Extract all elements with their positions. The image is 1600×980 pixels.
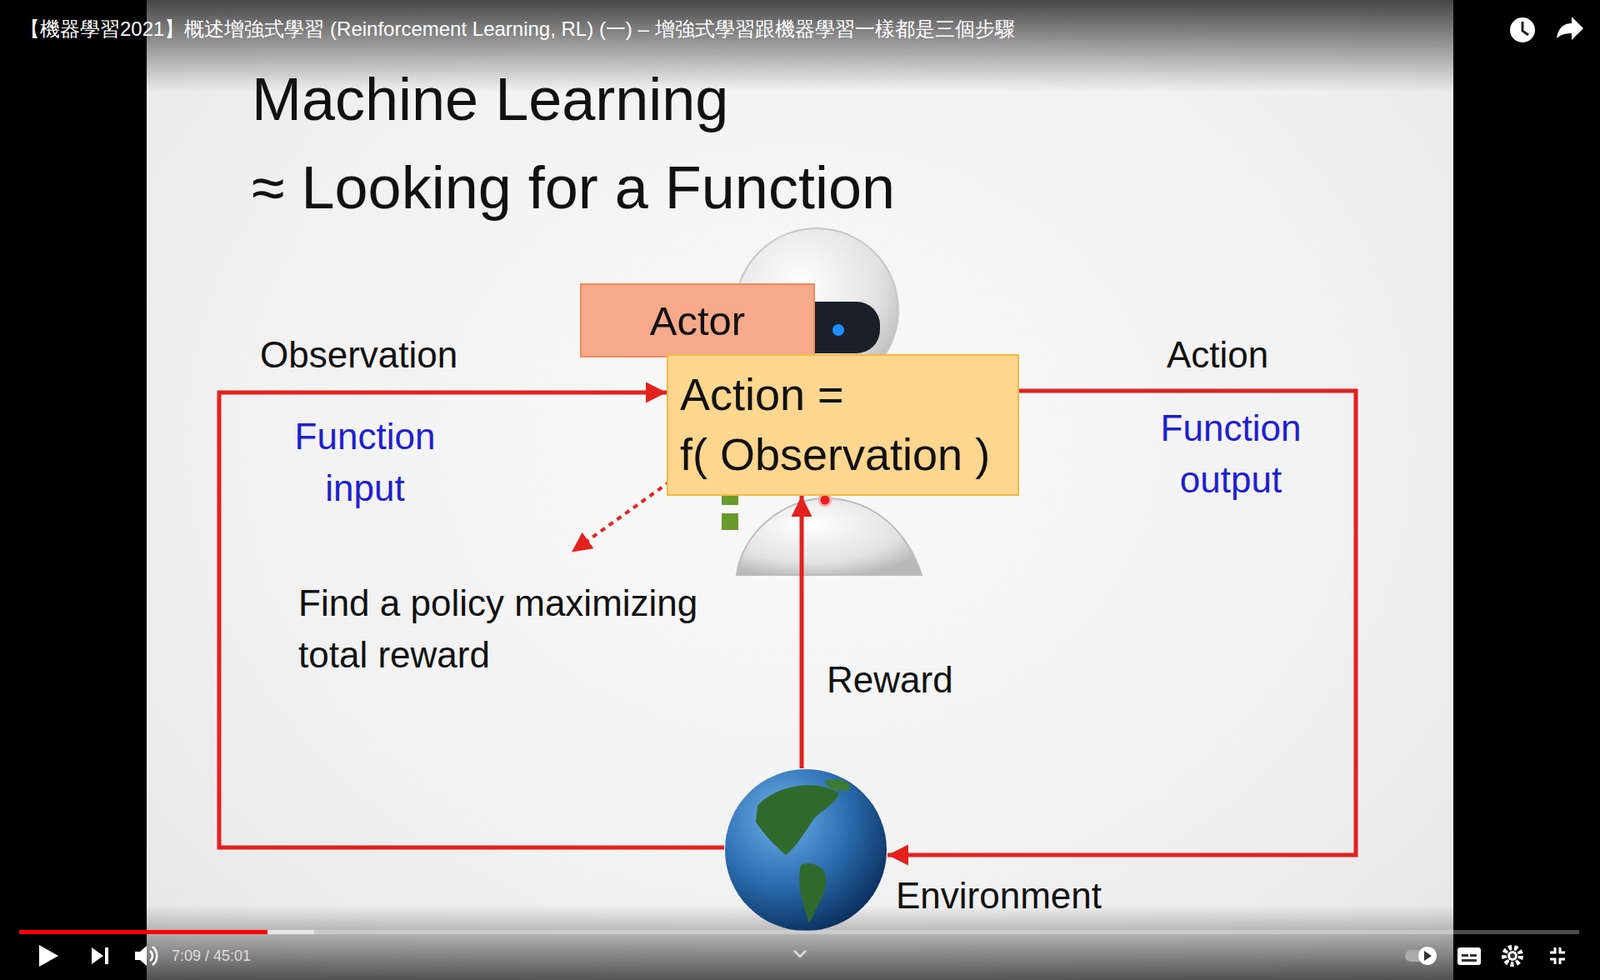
- progress-played: [19, 930, 268, 935]
- chevron-icon: [794, 950, 806, 957]
- captions-icon: [1457, 947, 1481, 965]
- globe-ocean: [725, 769, 887, 931]
- robot-body: [736, 498, 922, 575]
- globe-land: [755, 785, 840, 855]
- time-display: 7:09 / 45:01: [171, 945, 251, 966]
- observation-arrow: [219, 392, 725, 848]
- edge-label: Reward: [826, 657, 954, 702]
- function-output-note: Function output: [1160, 402, 1302, 506]
- video-title: 【機器學習2021】概述增強式學習 (Reinforcement Learnin…: [20, 16, 1015, 42]
- actor-box: Actor: [580, 283, 815, 358]
- robot-eye: [832, 324, 845, 336]
- settings-hole: [1510, 953, 1515, 959]
- dotted-pointer: [573, 481, 670, 551]
- environment-label: Environment: [895, 873, 1102, 918]
- robot-light: [819, 494, 831, 506]
- volume-wave: [150, 950, 153, 961]
- captions-line: [1470, 954, 1477, 957]
- clock-hands: [1522, 21, 1529, 35]
- play-icon: [39, 945, 59, 967]
- globe-land: [799, 863, 826, 924]
- function-box: Action = f( Observation ): [666, 354, 1020, 496]
- share-icon: [1556, 16, 1584, 40]
- node-text: Actor: [650, 295, 745, 346]
- player-top-shade: [0, 0, 1600, 92]
- edge-label: Observation: [260, 332, 458, 377]
- watch-later-icon: [1510, 17, 1535, 43]
- settings-hub: [1507, 950, 1518, 961]
- environment-globe: Environment: [724, 768, 888, 932]
- settings-gear: [1504, 947, 1521, 965]
- progress-buffer: [19, 930, 315, 935]
- next-icon-bar: [105, 947, 109, 965]
- autoplay-play: [1424, 950, 1432, 961]
- volume-wave: [152, 946, 157, 965]
- edge-label: Action: [1166, 332, 1269, 377]
- policy-note: Find a policy maximizing total reward: [298, 577, 698, 681]
- globe-land: [824, 779, 851, 791]
- autoplay-knob: [1418, 946, 1437, 965]
- fullscreen-exit-icon: [1550, 947, 1565, 965]
- volume-icon: [135, 945, 147, 966]
- robot-light: [721, 513, 739, 530]
- node-text: Action = f( Observation ): [680, 364, 1006, 485]
- next-icon: [91, 947, 104, 965]
- slide-title: Machine Learning ≈ Looking for a Functio…: [251, 55, 895, 232]
- captions-line: [1461, 954, 1469, 957]
- reward-arrow: [800, 495, 805, 769]
- captions-line: [1461, 959, 1477, 962]
- progress-track: [19, 930, 1580, 935]
- globe-shape: [724, 768, 888, 932]
- function-input-note: Function input: [295, 410, 436, 515]
